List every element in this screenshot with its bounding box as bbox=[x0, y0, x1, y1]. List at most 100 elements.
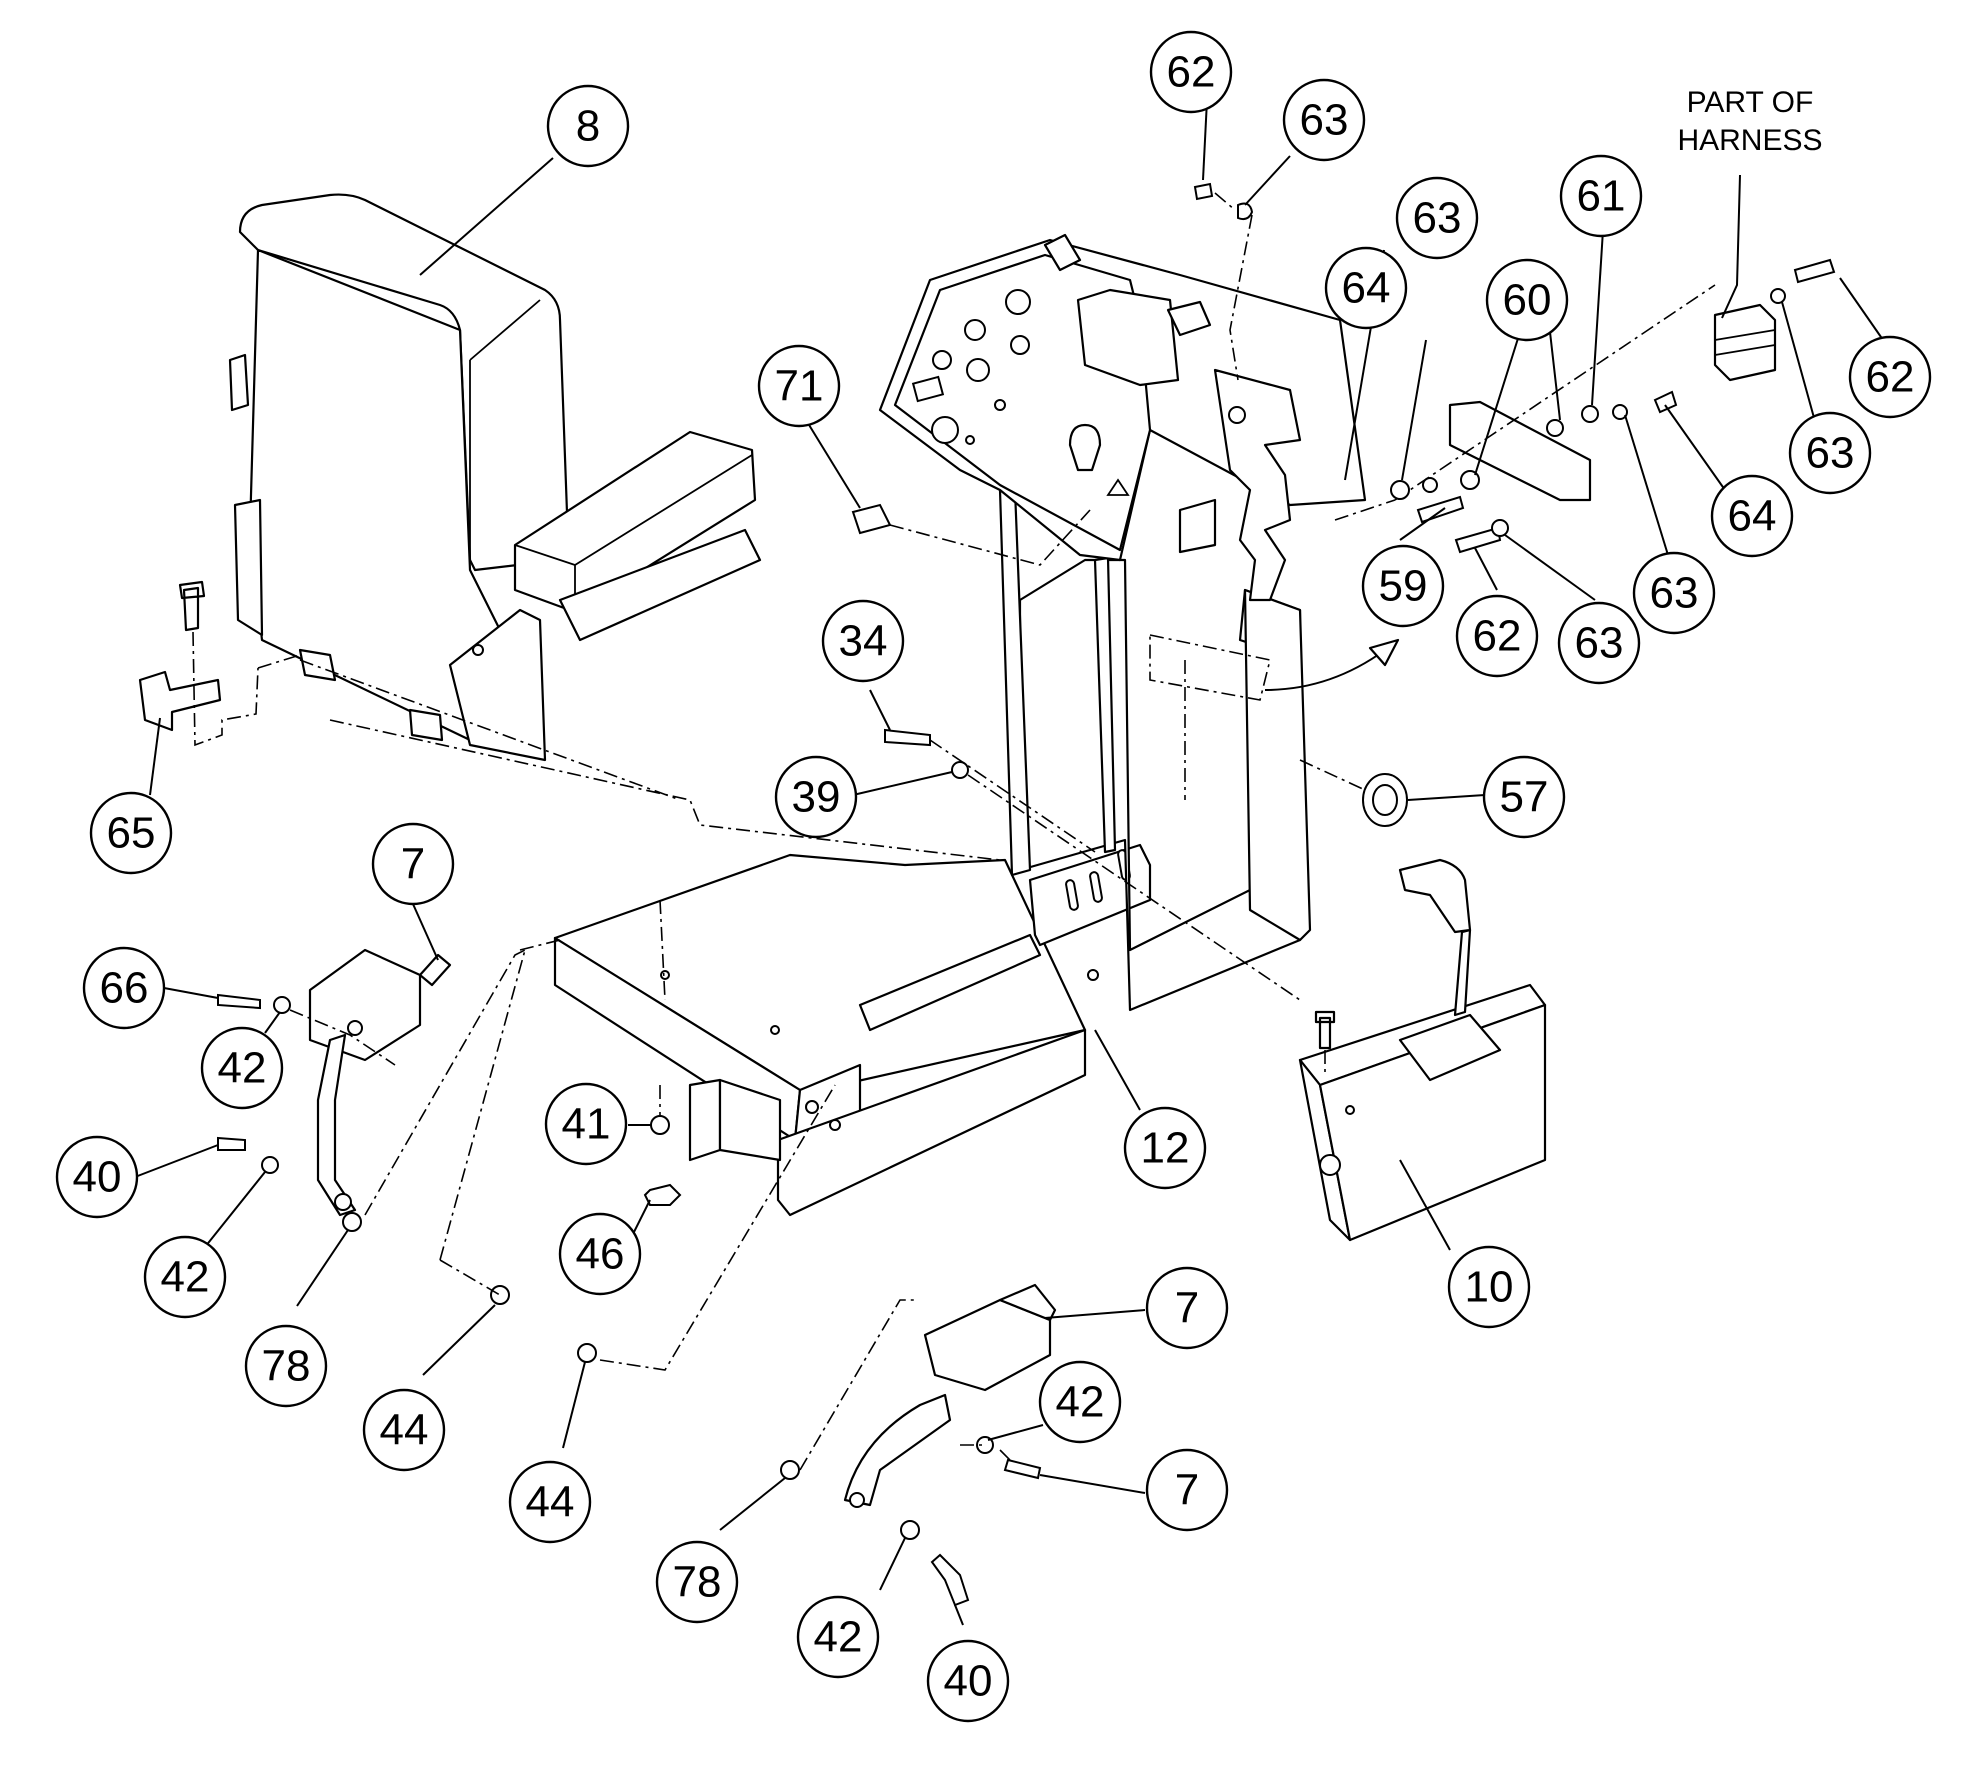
bolt-59 bbox=[1416, 495, 1465, 524]
base-plate-12 bbox=[553, 843, 1152, 1217]
svg-text:7: 7 bbox=[401, 840, 425, 889]
switch-2 bbox=[966, 358, 990, 382]
nut-44-right bbox=[577, 1343, 597, 1363]
svg-text:46: 46 bbox=[576, 1230, 625, 1279]
bracket-slot-1 bbox=[1065, 879, 1079, 911]
callout-63: 63 bbox=[1788, 411, 1872, 495]
svg-text:41: 41 bbox=[562, 1100, 611, 1149]
callout-leader bbox=[1624, 414, 1669, 556]
callout-42: 42 bbox=[1038, 1360, 1122, 1444]
seat-rail-rear bbox=[408, 708, 444, 742]
svg-text:63: 63 bbox=[1300, 96, 1349, 145]
harness-connector-lines bbox=[1714, 329, 1776, 356]
nut-60-left bbox=[1460, 470, 1480, 490]
svg-text:64: 64 bbox=[1342, 264, 1391, 313]
svg-text:71: 71 bbox=[775, 362, 824, 411]
callout-leader bbox=[805, 419, 861, 509]
seat-left-handle bbox=[228, 353, 250, 412]
svg-text:63: 63 bbox=[1650, 569, 1699, 618]
gusset-plate bbox=[858, 933, 1042, 1032]
panel-move-arrowhead bbox=[1368, 638, 1400, 667]
callout-leader bbox=[719, 1477, 786, 1531]
bolt-40-left bbox=[217, 1136, 246, 1151]
harness-cluster bbox=[1193, 182, 1836, 554]
seat-armrest-support bbox=[558, 528, 762, 642]
bolt-66 bbox=[217, 993, 261, 1010]
console-tower bbox=[878, 233, 1400, 1012]
svg-text:63: 63 bbox=[1575, 619, 1624, 668]
svg-text:61: 61 bbox=[1577, 172, 1626, 221]
callout-62: 62 bbox=[1455, 594, 1539, 678]
callout-63: 63 bbox=[1282, 78, 1366, 162]
callout-42: 42 bbox=[796, 1595, 880, 1679]
harness-note: PART OF HARNESS bbox=[1677, 86, 1822, 157]
callout-63: 63 bbox=[1557, 601, 1641, 685]
seat-clip-bolt bbox=[178, 580, 206, 632]
washer-63-left bbox=[1422, 477, 1438, 493]
callout-leader bbox=[954, 1604, 964, 1626]
control-lever-box-10 bbox=[1298, 858, 1547, 1242]
svg-text:40: 40 bbox=[944, 1657, 993, 1706]
grab-handle-left bbox=[1043, 233, 1082, 272]
nut-46 bbox=[643, 1183, 682, 1206]
callout-leader bbox=[204, 1171, 266, 1248]
pedal-right-switch-body bbox=[998, 1283, 1057, 1322]
washer-63-lower bbox=[1491, 519, 1509, 537]
svg-text:12: 12 bbox=[1141, 1124, 1190, 1173]
bolt-64-right bbox=[1653, 390, 1678, 414]
switch-1 bbox=[932, 350, 952, 370]
callout-leader bbox=[1474, 547, 1498, 591]
warning-triangle bbox=[1106, 478, 1130, 496]
washer-42-right-bottom bbox=[900, 1520, 920, 1540]
callout-62: 62 bbox=[1848, 335, 1932, 419]
callout-leader bbox=[869, 689, 891, 731]
seat-backrest bbox=[238, 193, 570, 572]
panel-dash-lines bbox=[1149, 634, 1271, 800]
callout-34: 34 bbox=[821, 599, 905, 683]
plate-hole-left bbox=[660, 970, 670, 980]
washer-42-left-bottom bbox=[261, 1156, 279, 1174]
svg-text:42: 42 bbox=[814, 1613, 863, 1662]
svg-text:39: 39 bbox=[792, 773, 841, 822]
pedal-right-hole bbox=[849, 1492, 865, 1508]
seat-clip-65 bbox=[138, 580, 301, 747]
svg-text:7: 7 bbox=[1175, 1466, 1199, 1515]
seat-mount-dash bbox=[299, 659, 1001, 1001]
callout-42: 42 bbox=[200, 1026, 284, 1110]
callout-78: 78 bbox=[655, 1540, 739, 1624]
floor-plate-hole bbox=[805, 1100, 819, 1114]
callout-59: 59 bbox=[1361, 544, 1445, 628]
callout-71: 71 bbox=[757, 344, 841, 428]
callout-leader bbox=[163, 987, 219, 999]
callout-44: 44 bbox=[362, 1388, 446, 1472]
seat-rail-front bbox=[298, 648, 337, 682]
callout-12: 12 bbox=[1123, 1106, 1207, 1190]
seat-clip-dash bbox=[192, 631, 301, 747]
callout-8: 8 bbox=[546, 84, 630, 168]
svg-text:34: 34 bbox=[839, 617, 888, 666]
lever-box-screw-hole bbox=[1345, 1105, 1355, 1115]
svg-text:64: 64 bbox=[1728, 492, 1777, 541]
pedal-left-switch-tip bbox=[418, 953, 452, 987]
misc-hardware bbox=[439, 503, 1408, 1371]
svg-text:8: 8 bbox=[576, 102, 600, 151]
callout-62: 62 bbox=[1149, 30, 1233, 114]
console-pedestal-face bbox=[1243, 588, 1312, 942]
svg-text:42: 42 bbox=[218, 1044, 267, 1093]
svg-text:78: 78 bbox=[673, 1558, 722, 1607]
bolt-34-dash bbox=[929, 739, 1301, 1001]
pedal-left-pivot bbox=[347, 1020, 363, 1036]
svg-text:66: 66 bbox=[100, 964, 149, 1013]
lever-box-hole bbox=[1319, 1154, 1341, 1176]
harness-mount-plate bbox=[1448, 400, 1592, 502]
pedal-left-switch bbox=[308, 948, 422, 1062]
svg-text:62: 62 bbox=[1866, 353, 1915, 402]
svg-text:10: 10 bbox=[1465, 1263, 1514, 1312]
pedal-left bbox=[217, 948, 526, 1232]
callout-60: 60 bbox=[1485, 258, 1569, 342]
note-line-2: HARNESS bbox=[1677, 124, 1822, 157]
connector-71-dash bbox=[889, 509, 1091, 566]
lever-base bbox=[1398, 1013, 1502, 1082]
callout-leader bbox=[1244, 155, 1291, 206]
lever-knob bbox=[1398, 858, 1472, 934]
